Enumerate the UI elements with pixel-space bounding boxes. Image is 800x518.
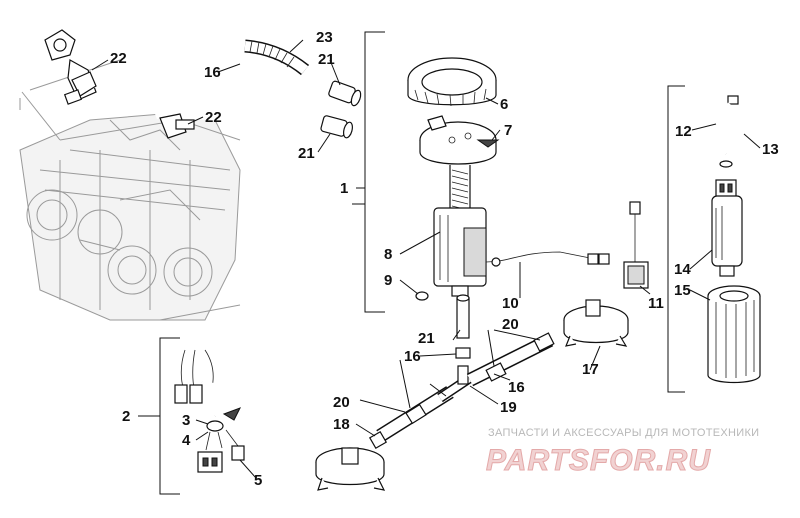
callout-16-center: 16	[404, 348, 421, 365]
fuel-pump-body-8	[433, 165, 487, 297]
fuel-filter-19	[437, 365, 473, 403]
callout-10: 10	[502, 295, 519, 312]
electric-pump-14	[711, 179, 743, 277]
hose-clamp-22-upper	[63, 71, 97, 105]
callout-15: 15	[674, 282, 691, 299]
hose-12	[717, 95, 741, 168]
callout-23: 23	[316, 29, 333, 46]
callout-17: 17	[582, 361, 599, 378]
callout-8: 8	[384, 246, 392, 263]
fuel-level-sender-11	[623, 201, 649, 289]
callout-20-right: 20	[502, 316, 519, 333]
callout-3: 3	[182, 412, 190, 429]
callout-12: 12	[675, 123, 692, 140]
hose-clamp-22-lower	[159, 113, 195, 139]
callout-19: 19	[500, 399, 517, 416]
watermark-caption: ЗАПЧАСТИ И АКСЕССУАРЫ ДЛЯ МОТОТЕХНИКИ	[488, 427, 759, 439]
pump-flange-7	[419, 115, 500, 165]
callout-21-center: 21	[418, 330, 435, 347]
callout-13: 13	[762, 141, 779, 158]
pump-filter-15	[707, 285, 761, 384]
hose-fitting-21-upper	[328, 80, 362, 107]
hose-fitting-21-lower	[320, 115, 353, 139]
callout-2: 2	[122, 408, 130, 425]
callout-22-lower: 22	[205, 109, 222, 126]
bracket-pump-internals	[667, 85, 685, 393]
engine-carburetor-assembly	[19, 59, 241, 321]
fuel-hose-20-left	[376, 386, 454, 442]
callout-20-left: 20	[333, 394, 350, 411]
callout-9: 9	[384, 272, 392, 289]
lock-ring-6	[407, 57, 497, 107]
callout-16-right: 16	[508, 379, 525, 396]
callout-6: 6	[500, 96, 508, 113]
callout-labels: 1 2 3 4 5 6 7 8 9 10 11 12 13 14 15 16 1…	[110, 29, 779, 489]
callout-22-upper: 22	[110, 50, 127, 67]
washer-9	[415, 291, 429, 301]
callout-1: 1	[340, 180, 348, 197]
float-bowl-17	[563, 299, 629, 347]
wiring-connector-3-4-5	[174, 349, 245, 473]
watermark-logo: PARTSFOR.RU	[486, 444, 711, 477]
callout-18: 18	[333, 416, 350, 433]
hose-clamp-16-center	[455, 347, 471, 359]
callout-14: 14	[674, 261, 691, 278]
callout-16-upper: 16	[204, 64, 221, 81]
callout-5: 5	[254, 472, 262, 489]
fuel-hose-20-right	[466, 332, 555, 387]
callout-21-left: 21	[298, 145, 315, 162]
pump-wire-harness-10	[485, 251, 610, 267]
float-bowl-18	[315, 430, 388, 491]
bracket-1	[364, 31, 385, 313]
callout-4: 4	[182, 432, 191, 449]
protective-sleeve-23	[244, 39, 310, 76]
callout-21-upper: 21	[318, 51, 335, 68]
callout-7: 7	[504, 122, 512, 139]
watermark: ЗАПЧАСТИ И АКСЕССУАРЫ ДЛЯ МОТОТЕХНИКИ PA…	[486, 427, 760, 478]
fuel-tube-21-center	[456, 294, 470, 339]
leader-lines	[91, 39, 761, 479]
bracket-2	[159, 337, 180, 495]
callout-11: 11	[648, 295, 664, 312]
